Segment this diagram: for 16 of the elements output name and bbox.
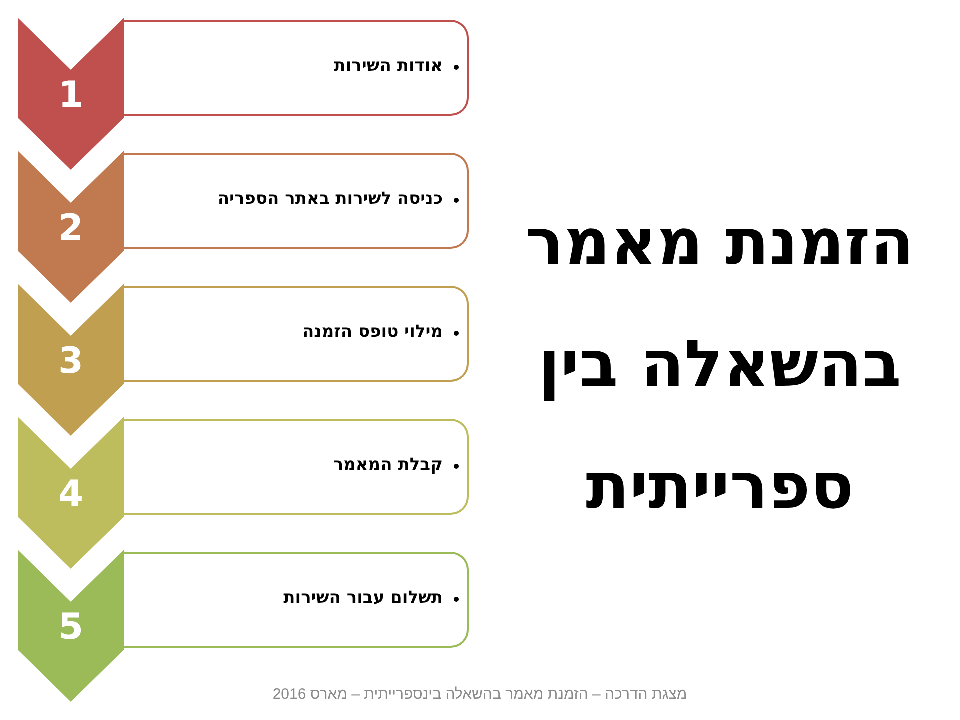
chevron <box>18 151 124 303</box>
step-text: קבלת המאמר <box>333 455 443 475</box>
footer-text: מצגת הדרכה – הזמנת מאמר בהשאלה בינספרייתית – מארס 2016 <box>272 686 688 703</box>
chevron <box>18 18 124 170</box>
step-number: 4 <box>57 475 85 515</box>
step-text: אודות השירות <box>334 56 443 76</box>
step-text: כניסה לשירות באתר הספריה <box>218 189 443 209</box>
step-number: 5 <box>57 608 85 648</box>
step-text: תשלום עבור השירות <box>284 588 443 608</box>
step-text: מילוי טופס הזמנה <box>302 322 443 342</box>
chevron <box>18 284 124 436</box>
step-number: 2 <box>57 209 85 249</box>
step-number: 3 <box>57 342 85 382</box>
title: הזמנת מאמר בהשאלה בין ספרייתית <box>524 205 916 526</box>
chevron <box>18 417 124 569</box>
step-number: 1 <box>57 76 85 116</box>
